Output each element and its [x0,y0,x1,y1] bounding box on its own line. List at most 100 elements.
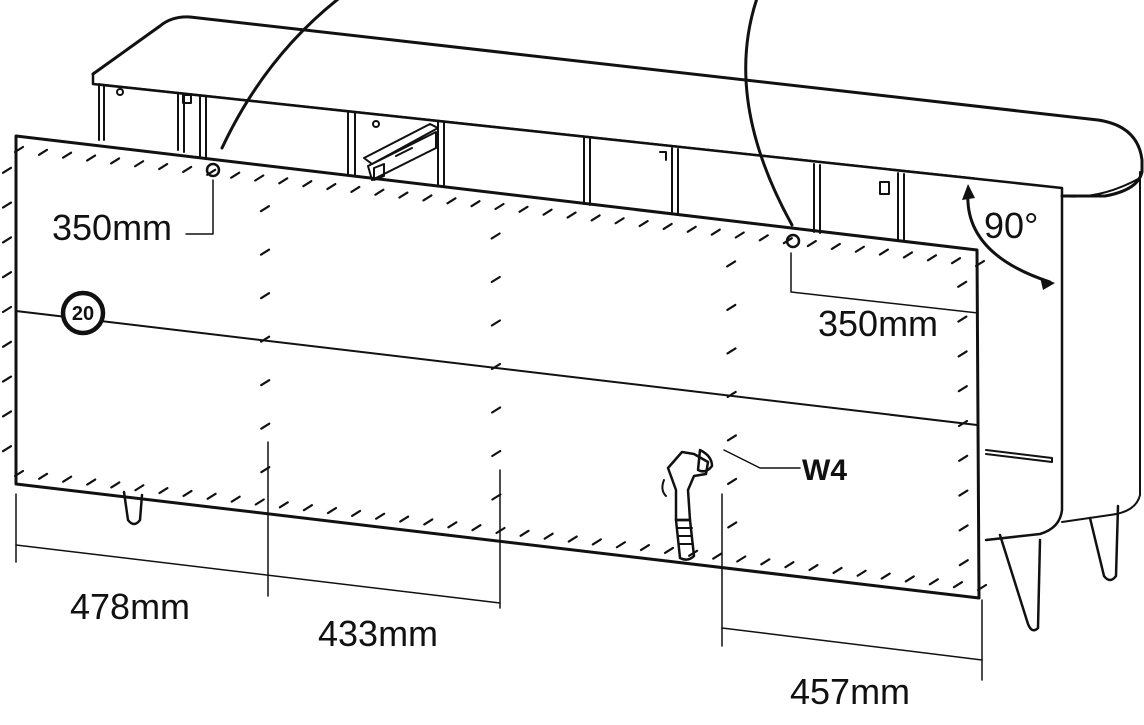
nail-mark [326,506,338,515]
nail-mark [726,260,737,268]
nail-mark [928,578,939,586]
nail-mark [37,472,49,480]
nail-mark [856,569,867,577]
angle-label: 90° [984,205,1038,246]
cabinet [91,15,1144,632]
nail-mark [567,535,578,543]
nail-mark [590,214,601,222]
nail-mark [957,350,968,358]
nail-mark [686,225,697,233]
nail-mark [37,148,49,156]
drawer-slide [363,123,439,181]
nail-mark [110,481,121,489]
keyhole-left [205,162,221,178]
nail-mark [902,251,914,259]
keyhole-right [785,233,801,249]
nail-mark [278,501,289,509]
nail-mark [86,478,97,486]
nail-mark [806,239,817,248]
nail-mark [904,575,915,583]
nail-mark [260,379,271,387]
nail-mark [259,248,271,256]
nail-mark [832,566,843,574]
nail-mark [710,228,721,236]
nail-mark [639,544,651,552]
dim-bottom-1: 478mm [70,586,190,627]
nail-mark [259,292,271,300]
nail-mark [543,532,554,540]
nail-mark [974,259,986,268]
nail-mark [958,559,969,567]
nail-mark [375,512,386,520]
nail-mark [259,205,271,213]
nail-mark [1,236,13,244]
nail-mark [976,583,988,592]
nail-mark [260,335,271,343]
nail-mark [726,477,738,486]
nail-mark [614,217,625,225]
nail-mark [1,201,13,209]
nail-mark [302,180,313,188]
nail-mark [1,375,13,383]
nail-mark [519,529,530,537]
nail-mark [952,581,964,589]
nail-mark [1,166,13,174]
dim-top-right: 350mm [818,303,938,344]
nail-mark [957,419,969,428]
dim-top-left: 350mm [52,207,172,248]
nail-mark [726,347,737,355]
nail-mark [182,489,193,498]
dimension-lines [15,179,983,681]
step-number-badge: 20 [60,290,106,336]
nail-mark [491,406,502,414]
nail-mark [490,362,502,371]
nail-mark [399,515,410,523]
angle-marker [962,184,1055,290]
nail-mark [958,524,969,532]
callout-arc-right [744,0,794,227]
nail-mark [61,151,73,159]
nail-mark [958,489,969,497]
dim-bottom-3: 457mm [790,671,910,712]
nail-mark [374,188,385,196]
nail-mark [158,163,169,171]
back-panel-outline [14,134,981,600]
nail-mark [278,177,289,185]
nail-mark [423,518,434,526]
nail-mark [662,222,673,231]
nail-mark [302,504,313,512]
step-number: 20 [72,303,94,325]
nail-mark [638,220,649,228]
nail-mark [950,257,962,265]
cabinet-top [91,15,1144,198]
nail-mark [566,211,577,219]
cabinet-side [984,194,1064,542]
nail-mark [726,303,737,312]
nail-mark [398,191,409,199]
nail-mark [350,185,361,193]
nail-mark [712,552,723,560]
nail-mark [542,208,553,216]
w4-leader [723,449,801,469]
nail-mark [134,160,145,168]
nail-mark [230,495,241,503]
nail-mark [854,245,865,253]
nail-mark [727,521,738,529]
nail-mark [326,182,337,191]
nail-mark [760,558,771,566]
nail-mark [726,434,737,442]
callout-arc-left [220,0,340,150]
nail-mark [591,538,602,546]
nail-mark [734,231,745,239]
nail-mark [491,493,502,501]
nail-mark [182,165,193,174]
nail-mark [490,275,501,284]
nail-mark [85,154,97,162]
nail-mark [350,509,362,517]
nail-mark [254,174,265,182]
part-label-w4: W4 [802,454,847,487]
nail-mark [830,242,841,250]
nail-mark [957,385,968,393]
